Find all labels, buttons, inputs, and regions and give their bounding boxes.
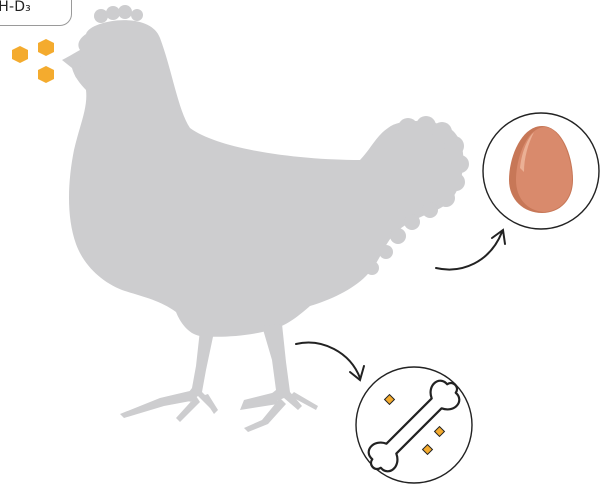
egg-badge [483,113,599,229]
granule-icon [12,46,28,63]
granule-icon [38,39,54,56]
granule-icon [38,66,54,83]
bone-badge [356,367,472,483]
curved-arrow-icon [436,230,505,270]
curved-arrow-icon [296,343,364,380]
granule-group [12,39,54,83]
